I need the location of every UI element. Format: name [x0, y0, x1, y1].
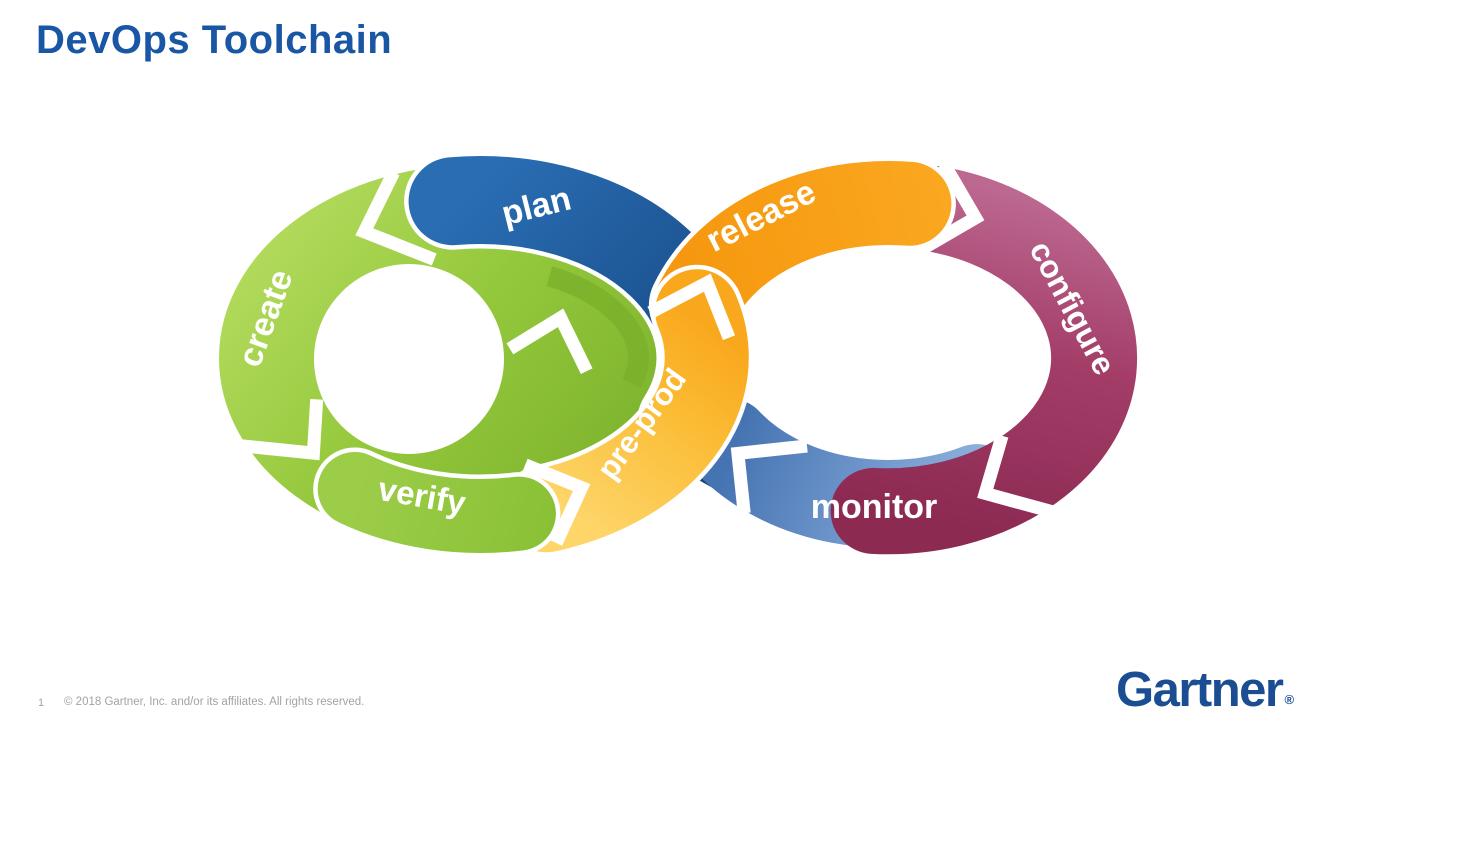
- registered-trademark-icon: ®: [1284, 692, 1295, 707]
- verify-band: [317, 452, 556, 553]
- flow-chevron: [240, 399, 324, 461]
- page-title: DevOps Toolchain: [36, 18, 393, 62]
- configure-arrow-band: [830, 432, 1064, 555]
- flow-chevron: [977, 433, 1053, 518]
- flow-chevron: [355, 169, 437, 266]
- flow-chevron: [730, 439, 808, 514]
- flow-chevron: [522, 458, 591, 546]
- stage-label-monitor: monitor: [811, 488, 938, 526]
- gartner-logo-text: Gartner: [1116, 663, 1284, 717]
- preprod-band: [504, 269, 749, 553]
- flow-chevron: [647, 273, 736, 341]
- gartner-logo: Gartner®: [1116, 662, 1295, 718]
- flow-chevron: [506, 308, 593, 375]
- dev-loop-hole: [314, 264, 504, 454]
- copyright-text: © 2018 Gartner, Inc. and/or its affiliat…: [64, 696, 365, 708]
- configure-band: [923, 165, 1138, 520]
- page-number: 1: [38, 697, 45, 709]
